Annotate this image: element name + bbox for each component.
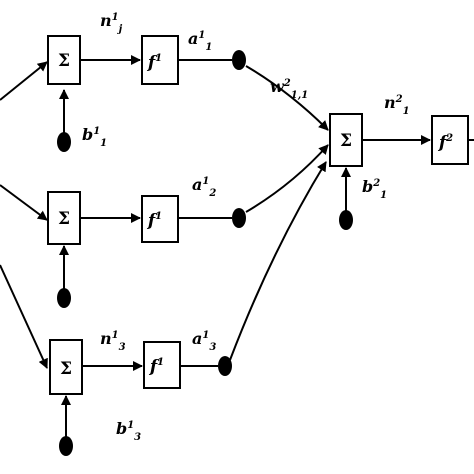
label-a13: a13	[192, 329, 216, 353]
bias-node-3	[59, 436, 73, 456]
sum-node-2	[47, 191, 81, 245]
label-b11: b11	[82, 125, 107, 149]
label-n13: n13	[100, 329, 126, 353]
sum-symbol-2: Σ	[58, 209, 70, 229]
sum-node-3	[49, 339, 83, 395]
label-a11: a11	[188, 29, 212, 53]
label-b21: b21	[362, 177, 387, 201]
transfer-symbol-1: f1	[147, 53, 162, 73]
input-wire-3	[0, 264, 48, 369]
bias-node-2	[57, 288, 71, 308]
sum-symbol-l2: Σ	[340, 131, 352, 151]
weight-wire-3	[229, 161, 327, 361]
bias-node-1	[57, 132, 71, 152]
transfer-symbol-3: f1	[149, 357, 164, 377]
weight-wire-2	[245, 144, 329, 213]
output-node-1	[232, 50, 246, 70]
bias-node-l2	[339, 210, 353, 230]
weight-wire-1	[245, 65, 329, 131]
label-w211: w21,1	[270, 77, 308, 101]
input-wire-1	[0, 61, 48, 101]
transfer-symbol-l2: f2	[438, 133, 453, 153]
label-n1j: n1j	[100, 11, 123, 35]
sum-symbol-3: Σ	[60, 359, 72, 379]
output-node-3	[218, 356, 232, 376]
input-wire-2	[0, 184, 48, 221]
transfer-node-2	[141, 195, 179, 243]
label-a12: a12	[192, 175, 216, 199]
transfer-node-3	[143, 341, 181, 389]
label-n21: n21	[384, 93, 410, 117]
output-node-2	[232, 208, 246, 228]
label-b13: b13	[116, 419, 141, 443]
sum-symbol-1: Σ	[58, 51, 70, 71]
transfer-symbol-2: f1	[147, 211, 162, 231]
